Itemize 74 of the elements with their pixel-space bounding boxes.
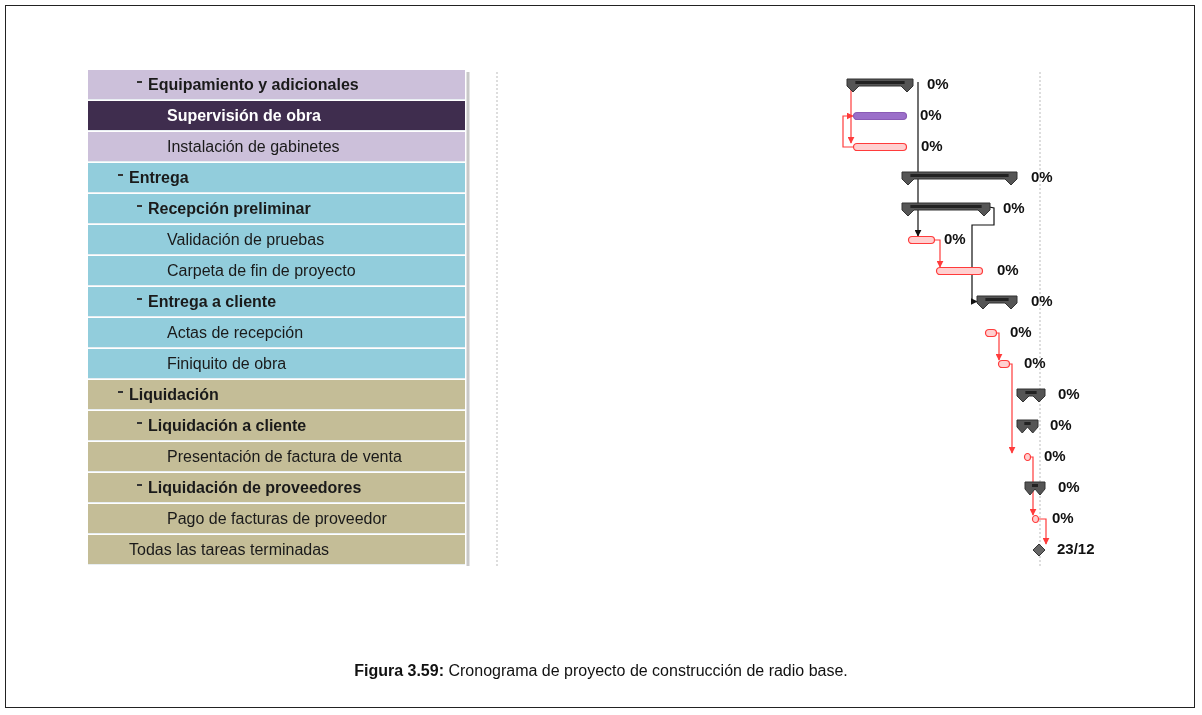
dependency-arrow [1029, 456, 1037, 516]
dependency-arrow [847, 89, 855, 144]
percent-label: 0% [1010, 323, 1032, 340]
task-bar [853, 112, 907, 120]
dependency-arrow [914, 81, 922, 237]
task-row [88, 318, 465, 348]
task-row [88, 256, 465, 286]
task-name: Liquidación a cliente [148, 417, 307, 435]
figure-caption: Figura 3.59: Cronograma de proyecto de construcción de radio base. [354, 662, 848, 680]
critical-task-bar [1032, 515, 1039, 523]
task-row [88, 442, 465, 472]
task-name: Todas las tareas terminadas [129, 541, 330, 559]
task-name: Entrega a cliente [148, 293, 277, 311]
dependency-arrow [995, 332, 1003, 361]
critical-task-bar [998, 360, 1010, 368]
task-row [88, 225, 465, 255]
summary-bar [1025, 482, 1045, 497]
percent-label: 0% [921, 137, 943, 154]
task-row [88, 504, 465, 534]
task-row [88, 163, 465, 193]
task-name: Supervisión de obra [167, 107, 321, 125]
dependency-arrow [1008, 363, 1016, 454]
percent-label: 0% [997, 261, 1019, 278]
percent-label: 0% [1058, 385, 1080, 402]
summary-bar [1017, 389, 1045, 404]
critical-task-bar [936, 267, 983, 275]
percent-label: 0% [1058, 478, 1080, 495]
summary-bar [847, 79, 913, 94]
dependency-arrow [970, 205, 995, 305]
task-name: Entrega [129, 169, 189, 187]
percent-label: 0% [1024, 354, 1046, 371]
summary-bar [902, 172, 1017, 187]
task-row [88, 411, 465, 441]
task-name: Validación de pruebas [167, 231, 325, 249]
critical-task-bar [908, 236, 935, 244]
date-label: 23/12 [1057, 540, 1095, 557]
dependency-arrow [1038, 518, 1050, 545]
critical-task-bar [1024, 453, 1031, 461]
task-name: Equipamiento y adicionales [148, 76, 359, 94]
task-row [88, 287, 465, 317]
percent-label: 0% [1031, 168, 1053, 185]
percent-label: 0% [944, 230, 966, 247]
percent-label: 0% [920, 106, 942, 123]
task-name: Finiquito de obra [167, 355, 287, 373]
task-row [88, 194, 465, 224]
task-row [88, 380, 465, 410]
task-name: Actas de recepción [167, 324, 304, 342]
task-name: Pago de facturas de proveedor [167, 510, 387, 528]
percent-label: 0% [1044, 447, 1066, 464]
dependency-arrow [934, 239, 944, 268]
task-row [88, 132, 465, 162]
task-name: Recepción preliminar [148, 200, 311, 218]
task-name: Liquidación de proveedores [148, 479, 362, 497]
dependency-arrow [842, 112, 854, 148]
critical-task-bar [853, 143, 907, 151]
percent-label: 0% [1031, 292, 1053, 309]
percent-label: 0% [1003, 199, 1025, 216]
summary-bar [977, 296, 1017, 311]
percent-label: 0% [927, 75, 949, 92]
task-name: Presentación de factura de venta [167, 448, 402, 466]
task-name: Instalación de gabinetes [167, 138, 340, 156]
task-row [88, 101, 465, 131]
percent-label: 0% [1052, 509, 1074, 526]
task-row [88, 473, 465, 503]
task-row [88, 349, 465, 379]
summary-bar [902, 203, 990, 218]
percent-label: 0% [1050, 416, 1072, 433]
milestone-diamond [1033, 544, 1045, 556]
critical-task-bar [985, 329, 997, 337]
summary-bar [1017, 420, 1038, 435]
task-row [88, 70, 465, 100]
task-name: Liquidación [129, 386, 219, 404]
task-name: Carpeta de fin de proyecto [167, 262, 356, 280]
task-row [88, 535, 465, 565]
